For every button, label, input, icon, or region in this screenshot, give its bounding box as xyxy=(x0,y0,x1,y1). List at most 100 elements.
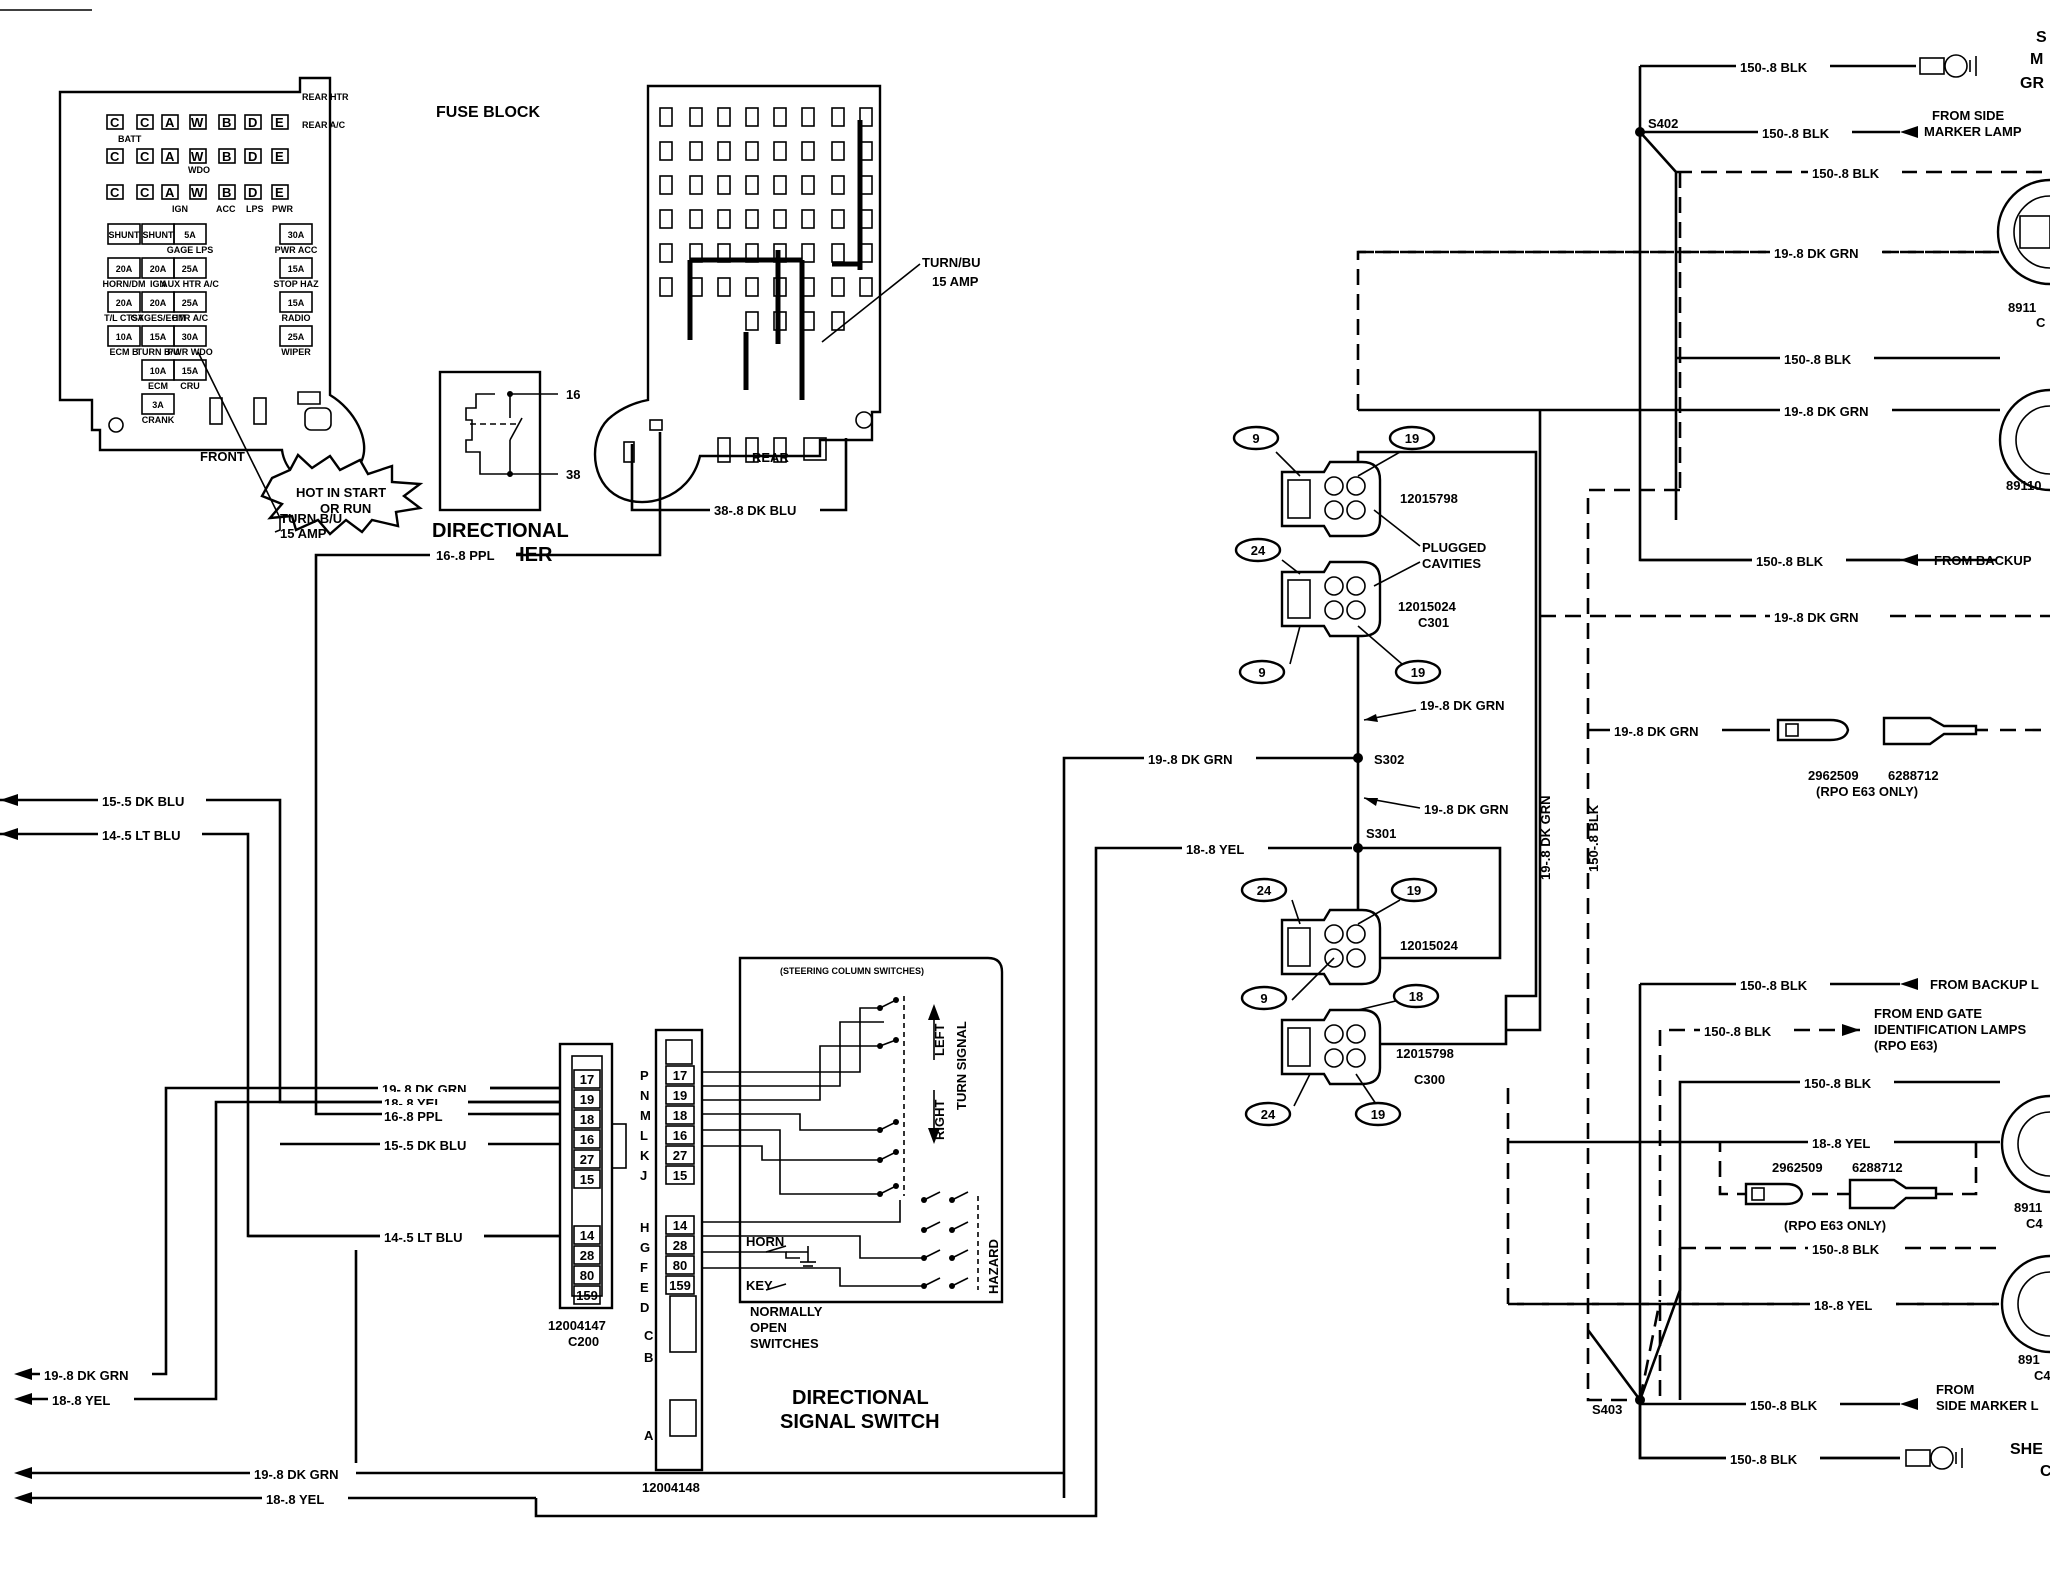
switch-pin-letter: L xyxy=(640,1128,648,1143)
fuse-circuit-label: STOP HAZ xyxy=(273,279,319,289)
switch-pin: 18 xyxy=(673,1108,687,1123)
fuse-letter-row-3: C C A W B D E xyxy=(106,184,289,200)
c200-pin: 27 xyxy=(580,1152,594,1167)
fuse-front-label: FRONT xyxy=(200,449,245,464)
switch-pin-letter: M xyxy=(640,1108,651,1123)
c200-pin: 28 xyxy=(580,1248,594,1263)
p8911-d: 891 xyxy=(2018,1352,2040,1367)
switch-pin: 16 xyxy=(673,1128,687,1143)
turn-bu-rear-2: 15 AMP xyxy=(932,274,979,289)
bubble-leader xyxy=(1293,1073,1311,1107)
fuse-circuit-label: WIPER xyxy=(281,347,311,357)
wire-19-loop xyxy=(1062,756,1356,1498)
from-backup-1: FROM BACKUP xyxy=(1934,553,2032,568)
lamp-socket-4 xyxy=(2000,1254,2050,1354)
right-blk2: 150-.8 BLK xyxy=(1762,126,1830,141)
c200-pin-cell xyxy=(573,1225,601,1245)
fuse-circuit-label: RADIO xyxy=(282,313,311,323)
fuse-value: 15A xyxy=(150,332,167,342)
fuse-slot xyxy=(279,223,313,245)
wire-38-label: 38-.8 DK BLU xyxy=(714,503,796,518)
c200-pin: 14 xyxy=(580,1228,595,1243)
wire-18-s301: 18-.8 YEL xyxy=(1186,842,1244,857)
right-yel2: 18-.8 YEL xyxy=(1814,1298,1872,1313)
horn-label: HORN xyxy=(746,1234,784,1249)
she-label-2: C xyxy=(2040,1463,2050,1480)
row1-3: W xyxy=(191,115,204,130)
right-blk4: 150-.8 BLK xyxy=(1784,352,1852,367)
part-2962509: 2962509 xyxy=(1808,768,1859,783)
fuse-value: 15A xyxy=(288,264,305,274)
switch-pin-cell xyxy=(665,1235,695,1255)
switch-pin-letter: D xyxy=(640,1300,649,1315)
rear-relay-slot xyxy=(745,437,759,463)
fuse-value: 5A xyxy=(184,230,196,240)
cavity-bubble xyxy=(1392,983,1440,1009)
fuse-circuit-label: PWR WDO xyxy=(167,347,213,357)
c200-pin: 16 xyxy=(580,1132,594,1147)
flasher-pin-16: 16 xyxy=(566,387,580,402)
lps-label: LPS xyxy=(246,204,264,214)
fuse-value: 30A xyxy=(288,230,305,240)
cavity-number: 19 xyxy=(1407,883,1421,898)
row1-1: C xyxy=(140,115,150,130)
bubble-leader xyxy=(1357,451,1401,477)
left-label: LEFT xyxy=(932,1023,947,1056)
s302-label: S302 xyxy=(1374,752,1404,767)
pwr-label: PWR xyxy=(272,204,293,214)
rear-fuse-terminal xyxy=(831,141,845,161)
plugged-1: PLUGGED xyxy=(1422,540,1486,555)
switch-pin-letter: J xyxy=(640,1168,647,1183)
row3-5: D xyxy=(248,185,257,200)
plugged-2: CAVITIES xyxy=(1422,556,1481,571)
fuse-slot xyxy=(173,223,207,245)
fuse-circuit-label: PWR ACC xyxy=(275,245,318,255)
rear-relay-slot xyxy=(717,437,731,463)
batt-label: BATT xyxy=(118,134,142,144)
ground-terminal-top xyxy=(1919,54,1977,78)
rear-fuse-terminal xyxy=(773,107,787,127)
cavity-bubble xyxy=(1390,877,1438,903)
part-6288712-b: 6288712 xyxy=(1852,1160,1903,1175)
switch-pin: 80 xyxy=(673,1258,687,1273)
rear-fuse-terminal xyxy=(801,107,815,127)
switch-pin-letter: G xyxy=(640,1240,650,1255)
fuse-slot xyxy=(279,291,313,313)
switch-pin-cell xyxy=(665,1165,695,1185)
row2-4: B xyxy=(222,149,231,164)
switch-pin-cell xyxy=(665,1255,695,1275)
fuse-slot xyxy=(173,291,207,313)
cavity-bubble xyxy=(1394,659,1442,685)
right-label: RIGHT xyxy=(932,1100,947,1141)
switch-pin-cell xyxy=(665,1145,695,1165)
fuse-circuit-label: TURN B/U xyxy=(137,347,180,357)
wire-16-label: 16-.8 PPL xyxy=(436,548,495,563)
cavity-bubble xyxy=(1388,425,1436,451)
rear-fuse-terminal xyxy=(717,141,731,161)
fuse-slot xyxy=(173,257,207,279)
fuse-circuit-label: HORN/DM xyxy=(103,279,146,289)
switch-pin: 27 xyxy=(673,1148,687,1163)
rear-fuse-terminal xyxy=(745,175,759,195)
fuse-block-title: FUSE BLOCK xyxy=(436,104,540,121)
cavity-bubble xyxy=(1232,425,1280,451)
lamp-socket-2 xyxy=(1998,388,2050,492)
she-label: SHE xyxy=(2010,1441,2043,1458)
fuse-letter-row-2: C C A W B D E xyxy=(106,148,289,164)
from-end-3: (RPO E63) xyxy=(1874,1038,1938,1053)
fuse-circuit-label: ECM xyxy=(148,381,168,391)
c200-pin: 18 xyxy=(580,1112,594,1127)
wire-16-c200-label: 16-.8 PPL xyxy=(384,1109,443,1124)
turn-bu-label-2: 15 AMP xyxy=(280,526,327,541)
rear-fuse-terminal xyxy=(659,209,673,229)
rear-fuse-terminal xyxy=(745,209,759,229)
s301-label: S301 xyxy=(1366,826,1396,841)
row2-3: W xyxy=(191,149,204,164)
c200-pin: 80 xyxy=(580,1268,594,1283)
rear-fuse-terminal xyxy=(773,141,787,161)
switch-pin-letter: H xyxy=(640,1220,649,1235)
cavity-bubble xyxy=(1238,659,1286,685)
wire-19-s302-up: 19-.8 DK GRN xyxy=(1420,698,1505,713)
switch-pin-cell xyxy=(665,1215,695,1235)
